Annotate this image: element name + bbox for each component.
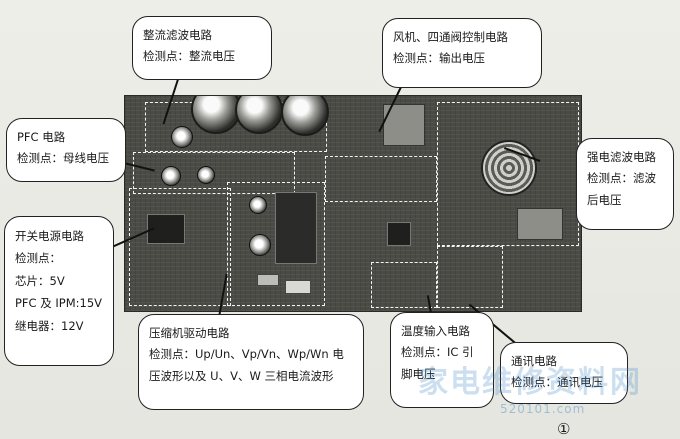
zone-temperature-input [371,262,437,308]
callout-title: 强电滤波电路 [587,150,656,164]
callout-emi-filter: 强电滤波电路 检测点：滤波 后电压 [576,138,674,230]
capacitor-small-3 [197,166,215,184]
relay-2 [517,208,563,240]
callout-title: 风机、四通阀控制电路 [393,30,508,44]
zone-compressor-drive [227,182,325,306]
pcb-texture [125,96,581,311]
callout-test-point: 检测点：通讯电压 [511,375,603,390]
electrolytic-capacitor-2 [235,96,283,134]
callout-switching-power: 开关电源电路 检测点： 芯片：5V PFC 及 IPM:15V 继电器：12V [4,216,114,366]
zone-switching-power [129,188,231,306]
pcb-board-photo [124,95,582,312]
callout-test-point: 检测点：IC 引 [401,345,474,360]
callout-test-point-cont: 脚电压 [401,366,436,381]
board-label-sticker-2 [257,274,279,286]
callout-title: 通讯电路 [511,354,557,368]
callout-chip-voltage: 芯片：5V [15,273,65,288]
callout-rectifier-filter: 整流滤波电路 检测点：整流电压 [132,16,272,80]
mcu-chip [387,222,411,246]
callout-test-point: 检测点：整流电压 [143,49,235,64]
capacitor-small-2 [161,166,181,186]
callout-temperature-input: 温度输入电路 检测点：IC 引 脚电压 [390,312,494,408]
figure-number: ① [557,420,571,438]
ipm-module [275,192,317,264]
callout-communication: 通讯电路 检测点：通讯电压 [500,342,628,404]
callout-compressor-drive: 压缩机驱动电路 检测点：Up/Un、Vp/Vn、Wp/Wn 电 压波形以及 U、… [138,314,364,410]
board-label-sticker [285,280,311,294]
callout-relay-voltage: 继电器：12V [15,318,84,333]
zone-fan-valve-control [325,156,437,202]
site-watermark-url: 520101.com [500,402,586,416]
callout-title: PFC 电路 [17,130,66,144]
callout-title: 开关电源电路 [15,229,84,243]
capacitor-small-1 [171,126,193,148]
callout-test-point-cont: 压波形以及 U、V、W 三相电流波形 [149,368,334,383]
callout-test-point: 检测点： [15,251,61,266]
zone-pfc [133,152,295,194]
zone-communication [437,246,503,308]
electrolytic-capacitor-3 [281,96,329,136]
callout-test-point: 检测点：母线电压 [17,151,109,166]
callout-pfc-ipm-voltage: PFC 及 IPM:15V [15,296,103,311]
callout-test-point: 检测点：滤波 [587,171,656,186]
site-watermark: 家电维修资料网 [418,365,642,400]
callout-test-point: 检测点：Up/Un、Vp/Vn、Wp/Wn 电 [149,347,344,362]
callout-fan-valve-control: 风机、四通阀控制电路 检测点：输出电压 [382,18,542,88]
callout-title: 整流滤波电路 [143,28,212,42]
callout-title: 温度输入电路 [401,324,470,338]
capacitor-small-4 [249,234,271,256]
callout-title: 压缩机驱动电路 [149,326,230,340]
callout-test-point-cont: 后电压 [587,192,622,207]
capacitor-small-5 [249,196,267,214]
callout-test-point: 检测点：输出电压 [393,51,485,66]
callout-pfc: PFC 电路 检测点：母线电压 [6,118,126,182]
